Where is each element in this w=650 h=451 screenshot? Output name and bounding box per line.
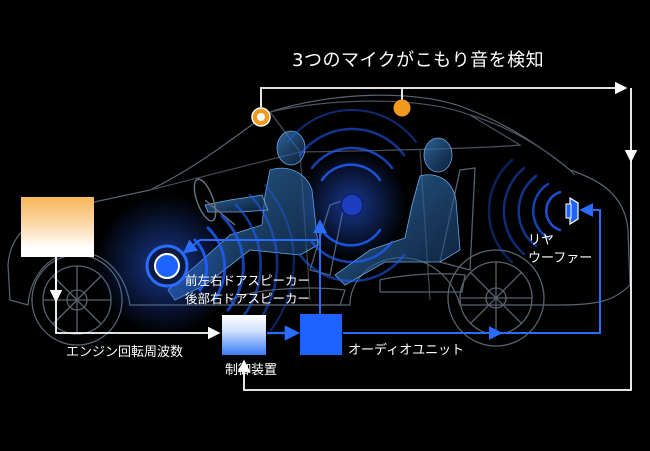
rear-woofer-label-line1: リヤ [528, 233, 555, 248]
rear-woofer-label-line2: ウーファー [528, 251, 593, 266]
engine-rpm-label: エンジン回転周波数 [66, 345, 184, 360]
engine-rpm-block [21, 197, 94, 257]
front-speaker-sound-waves [193, 184, 295, 331]
mic-icon-2 [393, 99, 411, 117]
door-speaker-label-line1: 前左右ドアスピーカー [185, 273, 311, 288]
audio-output-lines [182, 203, 601, 340]
control-unit-label: 制御装置 [225, 363, 278, 378]
engine-signal-line [49, 257, 221, 340]
speaker-icon [145, 244, 189, 288]
mic-icon [251, 107, 271, 127]
audio-unit-block [300, 314, 342, 355]
audio-unit-label: オーディオユニット [348, 343, 465, 358]
control-unit-block [222, 315, 266, 355]
woofer-sound-waves [487, 158, 562, 264]
rear-door-speaker-sound-waves [287, 109, 417, 283]
woofer-icon [565, 196, 579, 226]
door-speaker-label-line2: 後部右ドアスピーカー [185, 291, 311, 306]
mic-signal-lines [237, 81, 638, 391]
door-speaker-label: 前左右ドアスピーカー 後部右ドアスピーカー [185, 272, 310, 308]
diagram-title: 3つのマイクがこもり音を検知 [292, 50, 545, 71]
rear-door-speaker-icon [340, 193, 364, 217]
rear-woofer-label: リヤ ウーファー [528, 232, 592, 268]
